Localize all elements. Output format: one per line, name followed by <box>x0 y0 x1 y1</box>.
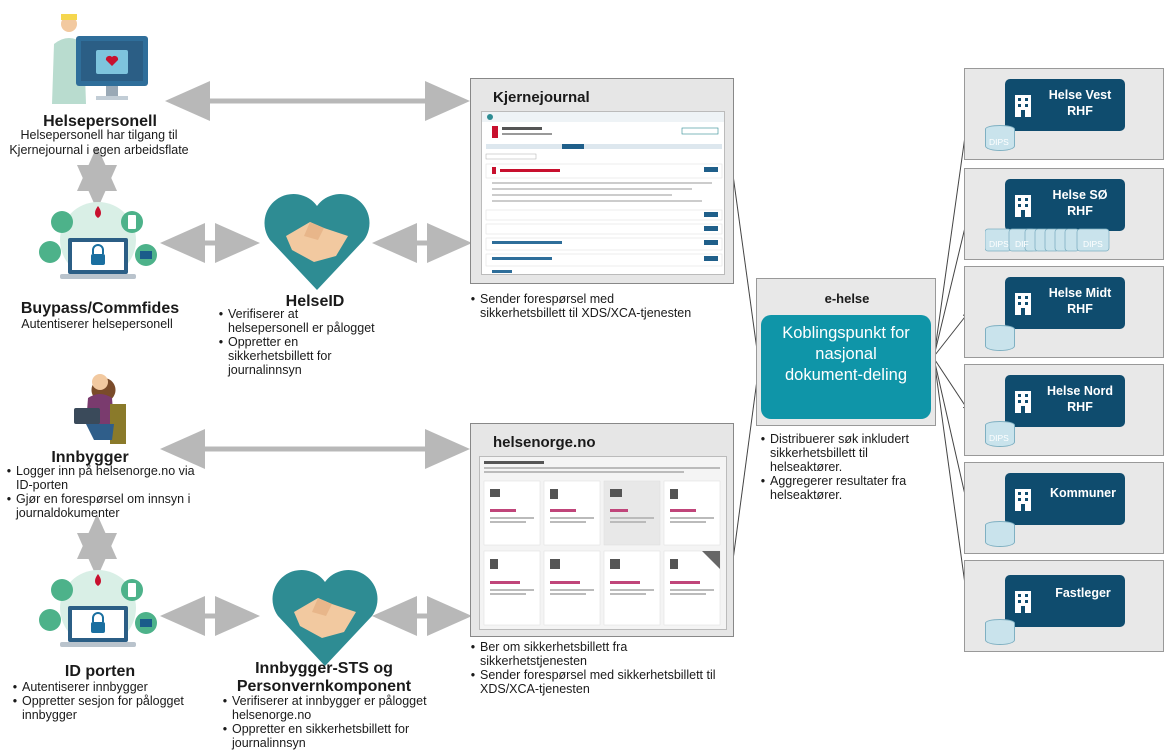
helse-nord-label: Helse Nord RHF <box>1047 384 1113 414</box>
security-devices-icon-2 <box>39 570 157 647</box>
helsepersonell-title: Helsepersonell <box>43 113 157 130</box>
security-devices-icon <box>39 202 157 279</box>
helse-so-dips-2: DIF <box>1015 239 1029 249</box>
kommuner-label: Kommuner <box>1050 486 1116 500</box>
helse-nord-dips: DIPS <box>989 433 1009 443</box>
line-kjernejournal-ehelse <box>732 174 758 351</box>
dips-db-icon <box>985 421 1015 447</box>
db-icon <box>985 521 1015 547</box>
idporten-title: ID porten <box>64 663 136 680</box>
dips-db-stack-icon <box>984 225 1115 255</box>
doctor-computer-icon <box>52 14 148 104</box>
innbygger-bullet-2: Gjør en forespørsel om innsyn i journald… <box>2 492 202 520</box>
helsenorge-bullets: Ber om sikkerhetsbillett fra sikkerhetst… <box>466 640 728 696</box>
building-icon <box>1013 487 1033 511</box>
sts-bullet-1: Verifiserer at innbygger er pålogget hel… <box>218 694 430 722</box>
innbygger-bullets: Logger inn på helsenorge.no via ID-porte… <box>2 464 202 520</box>
helseid-title: HelseID <box>285 293 345 310</box>
handshake-heart-icon <box>264 194 370 290</box>
helsenorge-bullet-1: Ber om sikkerhetsbillett fra sikkerhetst… <box>466 640 728 668</box>
buypass-desc: Autentiserer helsepersonell <box>21 317 173 331</box>
helsenorge-panel: helsenorge.no <box>470 423 734 637</box>
citizen-laptop-icon <box>74 374 126 444</box>
kjernejournal-title: Kjernejournal <box>493 89 590 106</box>
handshake-heart-icon-2 <box>272 570 378 666</box>
helse-vest-label: Helse Vest RHF <box>1048 88 1112 118</box>
kjernejournal-screenshot <box>481 111 725 275</box>
helseid-illustration <box>262 192 372 292</box>
buypass-illustration <box>38 200 158 286</box>
building-icon <box>1013 389 1033 413</box>
helsepersonell-desc: Helsepersonell har tilgang til Kjernejou… <box>9 128 189 157</box>
helsenorge-screenshot <box>479 456 727 630</box>
helsenorge-bullet-2: Sender forespørsel med sikkerhetsbillett… <box>466 668 728 696</box>
kjernejournal-bullet-1: Sender forespørsel med sikkerhetsbillett… <box>466 292 696 320</box>
kjernejournal-panel: Kjernejournal <box>470 78 734 284</box>
rhf-helse-so: Helse SØ RHF DIPS DIF DIPS <box>964 168 1164 260</box>
rhf-helse-midt: Helse Midt RHF <box>964 266 1164 358</box>
ehelse-bullet-2: Aggregerer resultater fra helseaktører. <box>756 474 932 502</box>
koblingspunkt-box: Koblingspunkt for nasjonal dokument-deli… <box>761 315 931 419</box>
sts-bullets: Verifiserer at innbygger er pålogget hel… <box>218 694 430 750</box>
line-helsenorge-ehelse <box>732 379 758 561</box>
ehelse-bullets: Distribuerer søk inkludert sikkerhetsbil… <box>756 432 932 502</box>
idporten-bullet-1: Autentiserer innbygger <box>8 680 192 694</box>
innbygger-illustration <box>68 368 128 446</box>
idporten-illustration <box>38 568 158 654</box>
db-icon <box>985 619 1015 645</box>
helseid-bullet-2: Oppretter en sikkerhetsbillett for journ… <box>214 335 382 377</box>
helse-midt-label: Helse Midt RHF <box>1048 286 1112 316</box>
ehelse-title: e-helse <box>824 291 870 306</box>
helse-so-dips-3: DIPS <box>1083 239 1103 249</box>
dips-db-icon <box>985 125 1015 151</box>
kjernejournal-mock-icon <box>482 112 724 273</box>
sts-illustration <box>270 568 380 668</box>
sts-title-2: Personvernkomponent <box>236 678 412 695</box>
helse-vest-dips: DIPS <box>989 137 1009 147</box>
rhf-fastleger: Fastleger <box>964 560 1164 652</box>
building-icon <box>1013 291 1033 315</box>
helsenorge-mock-icon <box>483 461 721 626</box>
building-icon <box>1013 589 1033 613</box>
helseid-bullets: Verifiserer at helsepersonell er pålogge… <box>214 307 382 377</box>
idporten-bullet-2: Oppretter sesjon for pålogget innbygger <box>8 694 192 722</box>
innbygger-title: Innbygger <box>51 449 129 466</box>
helse-so-label: Helse SØ RHF <box>1052 188 1108 218</box>
building-icon <box>1013 93 1033 117</box>
helseid-bullet-1: Verifiserer at helsepersonell er pålogge… <box>214 307 382 335</box>
db-icon <box>985 325 1015 351</box>
rhf-helse-vest: Helse Vest RHF DIPS <box>964 68 1164 160</box>
sts-title-1: Innbygger-STS og <box>255 660 393 677</box>
helse-so-dips-1: DIPS <box>989 239 1009 249</box>
buypass-title: Buypass/Commfides <box>20 300 180 317</box>
fastleger-label: Fastleger <box>1055 586 1111 600</box>
kjernejournal-bullets: Sender forespørsel med sikkerhetsbillett… <box>466 292 696 320</box>
idporten-bullets: Autentiserer innbygger Oppretter sesjon … <box>8 680 192 722</box>
building-icon <box>1013 193 1033 217</box>
helsenorge-title: helsenorge.no <box>493 434 596 451</box>
helsepersonell-illustration <box>46 14 156 110</box>
ehelse-panel: e-helse Koblingspunkt for nasjonal dokum… <box>756 278 936 426</box>
rhf-helse-nord: Helse Nord RHF DIPS <box>964 364 1164 456</box>
innbygger-bullet-1: Logger inn på helsenorge.no via ID-porte… <box>2 464 202 492</box>
ehelse-bullet-1: Distribuerer søk inkludert sikkerhetsbil… <box>756 432 932 474</box>
sts-bullet-2: Oppretter en sikkerhetsbillett for journ… <box>218 722 430 750</box>
rhf-kommuner: Kommuner <box>964 462 1164 554</box>
